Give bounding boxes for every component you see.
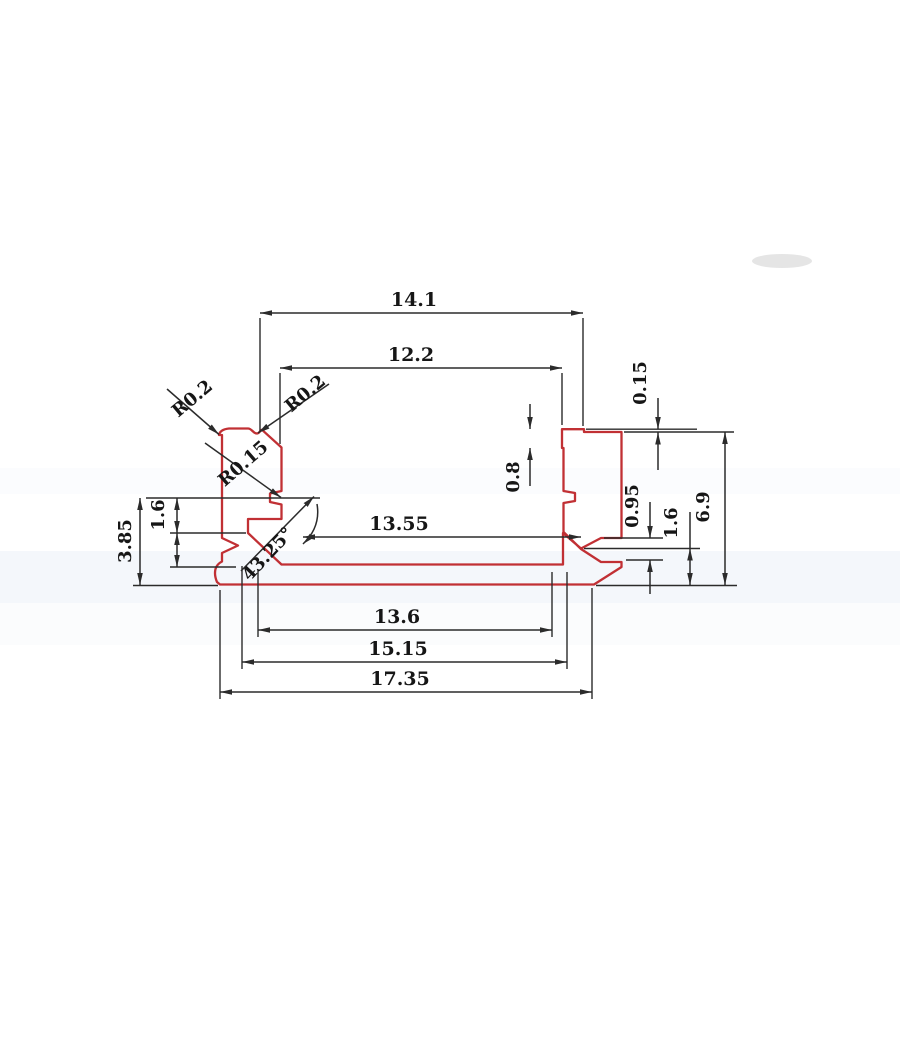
leader-r015-ledge <box>204 442 282 499</box>
leader-r02-outer <box>166 388 220 436</box>
dim-bottom-inner-width: 13.6 <box>374 606 420 628</box>
dim-slot-opening: 0.95 <box>622 484 643 528</box>
dim-left-step: 1.6 <box>148 499 169 530</box>
dim-hook-depth: 0.8 <box>503 461 524 492</box>
dim-top-opening-width: 12.2 <box>388 344 434 366</box>
dimension-lines <box>137 310 728 695</box>
profile-path <box>213 427 623 586</box>
scan-smudge <box>752 254 812 268</box>
angle-arc <box>302 503 319 545</box>
dim-right-step: 1.6 <box>661 507 682 538</box>
dim-bottom-mid-width: 15.15 <box>368 638 428 660</box>
dim-radius-notch: R0.2 <box>281 371 330 417</box>
extension-lines <box>133 318 737 699</box>
dim-overall-height: 6.9 <box>693 491 714 522</box>
dim-top-step: 0.15 <box>630 361 651 405</box>
dim-inner-width: 13.55 <box>369 513 429 535</box>
leader-r02-notch <box>257 383 330 434</box>
profile-outline <box>213 427 623 586</box>
dim-radius-corner: R0.2 <box>168 376 217 422</box>
scan-bands <box>0 254 900 645</box>
dim-top-outer-width: 14.1 <box>391 289 437 311</box>
angle-leader <box>240 495 315 572</box>
dim-bottom-overall-width: 17.35 <box>370 668 430 690</box>
dim-left-lower-height: 3.85 <box>115 519 136 563</box>
